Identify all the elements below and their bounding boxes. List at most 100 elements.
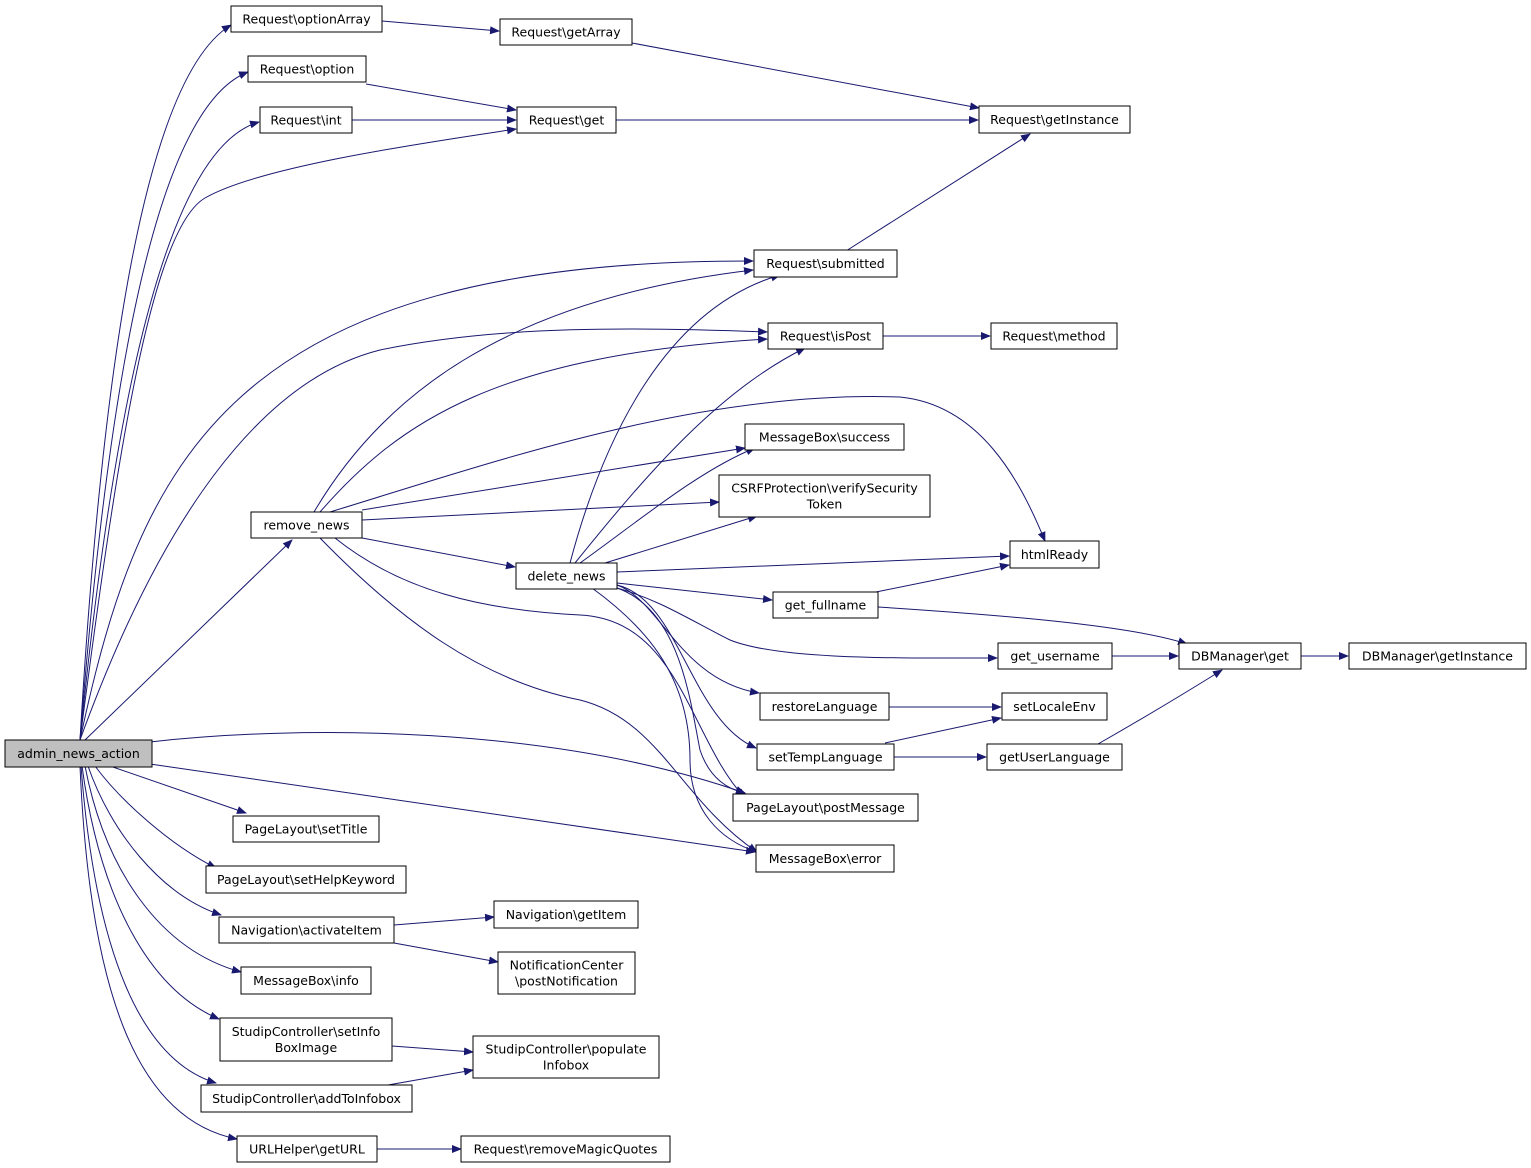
- node-box: [493, 900, 639, 929]
- edge-admin-to-settitle: [109, 765, 247, 814]
- node-label: MessageBox\info: [253, 973, 359, 988]
- node-urlhelper-geturl[interactable]: URLHelper\getURL: [236, 1135, 378, 1163]
- node-box: [767, 322, 884, 350]
- node-request-removemagicquotes[interactable]: Request\removeMagicQuotes: [460, 1135, 671, 1163]
- node-label: MessageBox\success: [759, 430, 890, 445]
- node-box: [990, 322, 1118, 350]
- edge-setinfoboximage-to-populateinfobox: [391, 1045, 474, 1056]
- node-messagebox-success[interactable]: MessageBox\success: [744, 423, 905, 451]
- node-request-submitted[interactable]: Request\submitted: [753, 249, 898, 278]
- node-label: admin_news_action: [17, 746, 140, 761]
- node-messagebox-info[interactable]: MessageBox\info: [240, 966, 372, 995]
- edge-addtoinfobox-to-populateinfobox: [387, 1067, 474, 1086]
- node-notificationcenter-postnotification[interactable]: NotificationCenter\postNotification: [497, 951, 636, 995]
- node-request-get[interactable]: Request\get: [516, 106, 617, 134]
- edge-delete-to-restorelanguage: [616, 584, 760, 696]
- edge-activateitem-to-postnotification: [393, 942, 499, 965]
- edge-admin-to-geturl: [79, 765, 238, 1142]
- node-box: [205, 865, 407, 894]
- node-setlocaleenv[interactable]: setLocaleEnv: [1001, 692, 1108, 721]
- node-request-getarray[interactable]: Request\getArray: [499, 18, 633, 46]
- edge-admin-to-info: [84, 765, 242, 974]
- node-request-getinstance[interactable]: Request\getInstance: [978, 105, 1131, 134]
- node-request-int[interactable]: Request\int: [259, 106, 353, 134]
- edge-remove-to-submitted: [313, 267, 754, 513]
- node-navigation-activateitem[interactable]: Navigation\activateItem: [218, 916, 395, 944]
- node-get-fullname[interactable]: get_fullname: [772, 591, 879, 619]
- node-label: StudipController\addToInfobox: [212, 1091, 401, 1106]
- node-get-username[interactable]: get_username: [997, 642, 1113, 670]
- edge-admin-to-submitted: [79, 256, 754, 741]
- node-settemplanguage[interactable]: setTempLanguage: [756, 743, 895, 771]
- node-request-method[interactable]: Request\method: [990, 322, 1118, 350]
- node-box: [218, 916, 395, 944]
- node-getuserlanguage[interactable]: getUserLanguage: [986, 743, 1123, 771]
- edge-delete-to-htmlready: [616, 552, 1010, 573]
- node-box: [230, 5, 383, 33]
- node-box: [1001, 692, 1108, 721]
- edge-delete-to-submitted: [569, 273, 781, 564]
- node-label: StudipController\populate: [486, 1042, 647, 1057]
- node-label: Request\method: [1002, 329, 1105, 344]
- node-messagebox-error[interactable]: MessageBox\error: [755, 844, 895, 873]
- edge-admin-to-option: [79, 71, 249, 741]
- node-remove-news[interactable]: remove_news: [250, 511, 363, 539]
- node-box: [219, 1017, 393, 1062]
- node-box: [986, 743, 1123, 771]
- node-label: Request\getArray: [511, 25, 621, 40]
- edge-submitted-to-getinstance: [845, 133, 1031, 252]
- edge-admin-to-error: [149, 763, 756, 855]
- node-request-optionarray[interactable]: Request\optionArray: [230, 5, 383, 33]
- node-box: [232, 815, 380, 843]
- node-dbmanager-getinstance[interactable]: DBManager\getInstance: [1348, 642, 1527, 670]
- edge-delete-to-settemplanguage: [616, 584, 757, 749]
- node-box: [772, 591, 879, 619]
- node-label: Request\getInstance: [990, 112, 1119, 127]
- edge-remove-to-success: [361, 445, 746, 511]
- node-delete-news[interactable]: delete_news: [515, 562, 618, 590]
- node-label: getUserLanguage: [999, 750, 1110, 765]
- edge-remove-to-htmlready: [329, 396, 1046, 542]
- node-box: [4, 739, 153, 768]
- node-label: BoxImage: [275, 1040, 338, 1055]
- node-admin-news-action[interactable]: admin_news_action: [4, 739, 153, 768]
- node-label: PageLayout\postMessage: [746, 800, 905, 815]
- edge-delete-to-ispost: [574, 347, 806, 564]
- node-box: [236, 1135, 378, 1163]
- node-label: Request\optionArray: [242, 12, 371, 27]
- node-label: Request\option: [260, 62, 355, 77]
- edge-admin-to-ispost: [79, 327, 768, 741]
- edge-delete-to-csrf: [604, 514, 758, 564]
- node-label: Request\isPost: [780, 329, 871, 344]
- node-dbmanager-get[interactable]: DBManager\get: [1178, 642, 1302, 670]
- node-studipcontroller-addtoinfobox[interactable]: StudipController\addToInfobox: [200, 1084, 413, 1113]
- node-pagelayout-sethelpkeyword[interactable]: PageLayout\setHelpKeyword: [205, 865, 407, 894]
- node-htmlready[interactable]: htmlReady: [1009, 540, 1100, 569]
- node-box: [744, 423, 905, 451]
- node-box: [997, 642, 1113, 670]
- node-pagelayout-postmessage[interactable]: PageLayout\postMessage: [732, 793, 919, 822]
- node-label: get_fullname: [785, 598, 867, 613]
- edge-admin-to-setinfoboximage: [81, 765, 220, 1020]
- node-label: DBManager\get: [1191, 649, 1289, 664]
- node-label: get_username: [1010, 649, 1100, 664]
- node-label: setLocaleEnv: [1013, 699, 1096, 714]
- node-navigation-getitem[interactable]: Navigation\getItem: [493, 900, 639, 929]
- node-request-option[interactable]: Request\option: [247, 55, 367, 83]
- node-label: Navigation\activateItem: [231, 923, 382, 938]
- node-pagelayout-settitle[interactable]: PageLayout\setTitle: [232, 815, 380, 843]
- nodes: admin_news_action Request\optionArray Re…: [4, 5, 1527, 1163]
- node-box: [759, 692, 890, 721]
- node-label: MessageBox\error: [769, 851, 882, 866]
- node-box: [515, 562, 618, 590]
- edge-getuserlanguage-to-dbget: [1097, 669, 1223, 745]
- node-label: URLHelper\getURL: [249, 1142, 365, 1157]
- node-box: [250, 511, 363, 539]
- edge-remove-to-delete-news: [361, 537, 516, 570]
- node-restorelanguage[interactable]: restoreLanguage: [759, 692, 890, 721]
- node-request-ispost[interactable]: Request\isPost: [767, 322, 884, 350]
